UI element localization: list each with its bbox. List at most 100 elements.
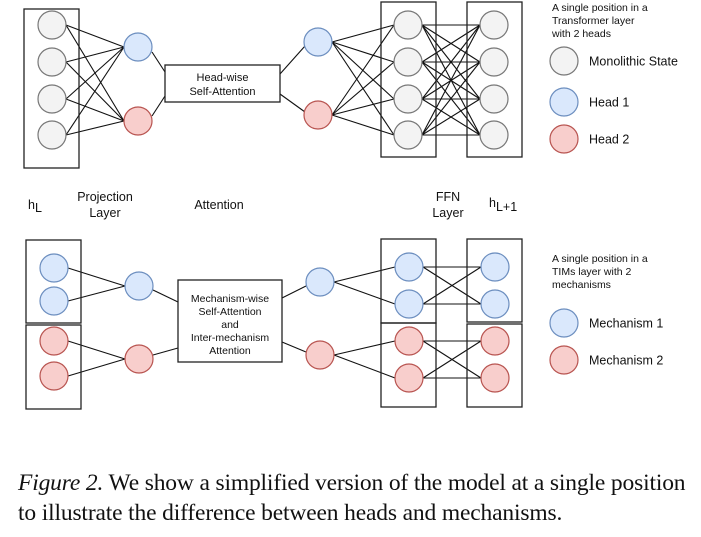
monolithic-state-node [479,10,509,40]
connection-edge [67,267,126,287]
monolithic-state-node [37,84,67,114]
head-wise-attention-box [164,64,281,103]
legend-swatch-gray [549,46,579,76]
monolithic-state-node [393,84,423,114]
mechanism-1-node [394,252,424,282]
attention-box-line: Head-wise [197,72,249,84]
legend-tims: Mechanism 1 Mechanism 2 [549,308,663,375]
monolithic-state-node [37,47,67,77]
monolithic-state-node [393,120,423,150]
monolithic-state-node [37,10,67,40]
attention-box-line: Attention [209,345,251,357]
connection-edge [331,24,395,43]
connection-edge [333,354,396,379]
mechanism-1-node [480,289,510,319]
connection-edge [333,266,396,283]
legend-title-line: with 2 heads [551,28,611,40]
legend-swatch-blue [549,308,579,338]
monolithic-state-node [37,120,67,150]
connection-edge [331,61,395,116]
connection-edge [65,24,125,48]
mechanism-2-node [39,361,69,391]
connection-edge [422,266,482,305]
connection-edge [331,98,395,116]
h-l-plus-1-label: hL+1 [489,196,517,214]
legend-label: Mechanism 2 [589,354,663,368]
legend-label: Head 1 [589,96,629,110]
legend-title-line: A single position in a [552,253,648,265]
legend-swatch-blue [549,87,579,117]
connection-edge [65,46,125,136]
attention-box-line: and [221,319,239,331]
connection-edge [65,98,125,122]
connection-edge [422,340,482,379]
connection-edge [65,120,125,136]
monolithic-state-node [393,10,423,40]
connection-edge [331,24,395,116]
mechanism-1-node [39,253,69,283]
legend-label: Mechanism 1 [589,317,663,331]
figure-label: Figure 2. [18,470,104,496]
mechanism-2-output-box [466,323,523,408]
connection-edge [281,285,307,299]
connection-edge [279,45,306,75]
legend-title-line: A single position in a [552,2,648,14]
monolithic-state-node [479,120,509,150]
mechanism-1-input-box [25,239,82,324]
connection-edge [65,46,125,100]
attention-label: Attention [194,198,243,212]
mechanism-2-node [124,344,154,374]
mechanism-2-node [39,326,69,356]
mechanism-1-node [124,271,154,301]
layer-boxes [23,1,523,410]
edges [65,24,482,379]
connection-edge [331,41,395,63]
head-2-node [303,100,333,130]
attention-box-line: Mechanism-wise [191,293,269,305]
connection-edge [152,289,179,303]
mechanism-2-node [394,363,424,393]
connection-edge [331,114,395,136]
connection-edge [152,347,179,356]
mechanism-2-node [480,326,510,356]
mechanism-2-node [480,363,510,393]
legend-swatch-red [549,124,579,154]
connection-edge [281,341,307,353]
ffn-layer-label: FFN [436,190,460,204]
attention-box-line: Self-Attention [189,86,255,98]
connection-edge [421,61,481,136]
projection-layer-label: Layer [89,206,120,220]
connection-edge [65,46,125,63]
connection-edge [421,24,481,136]
legend-swatch-red [549,345,579,375]
connection-edge [67,285,126,302]
mechanism-2-node [305,340,335,370]
head-2-node [123,106,153,136]
h-l-plus-1-box [466,1,523,158]
connection-edge [421,24,481,63]
mechanism-1-node [305,267,335,297]
attention-box-line: Inter-mechanism [191,332,269,344]
mechanism-2-ffn-box [380,322,437,408]
legend-label: Monolithic State [589,55,678,69]
connection-edge [151,95,166,117]
connection-edge [67,358,126,377]
caption-text: We show a simplified version of the mode… [18,470,686,526]
connection-edge [67,340,126,360]
mechanism-1-node [394,289,424,319]
ffn-layer-box [380,1,437,158]
h-l-box [23,8,80,169]
mechanism-2-node [394,326,424,356]
legend-label: Head 2 [589,133,629,147]
attention-box-line: Self-Attention [198,306,261,318]
head-1-node [303,27,333,57]
mechanism-1-node [39,286,69,316]
heads-vs-mechanisms-diagram: Head-wise Self-Attention Mechanism-wise … [23,1,678,410]
connection-edge [421,24,481,100]
legend-title-line: mechanisms [552,279,611,291]
mechanism-1-node [480,252,510,282]
connection-edge [279,93,306,113]
mechanism-1-output-box [466,238,523,323]
nodes [37,10,510,393]
